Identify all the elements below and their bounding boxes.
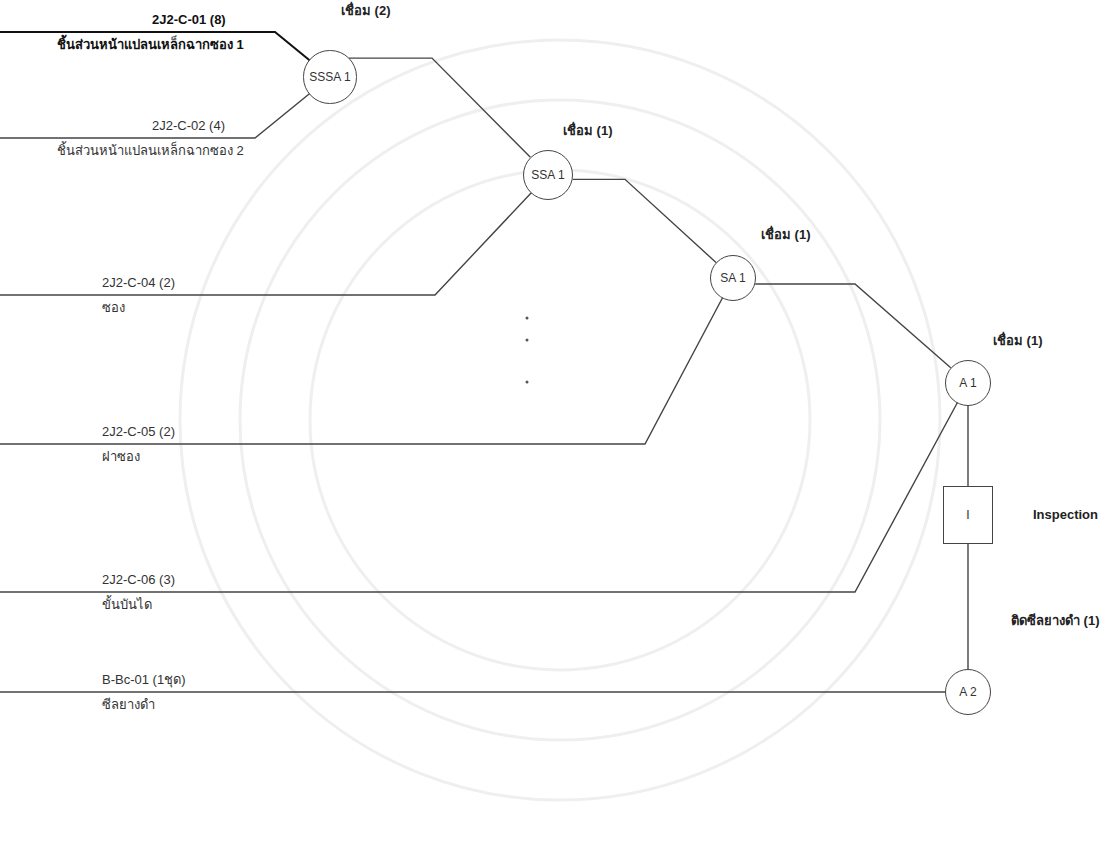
- part-lines: [0, 32, 968, 692]
- flow-connector: [967, 544, 968, 669]
- part-code: 2J2-C-05 (2): [100, 424, 177, 440]
- operation-heading: เชื่อม (1): [561, 123, 615, 139]
- part-name: ฝาซอง: [100, 449, 142, 465]
- flow-connector: [967, 406, 968, 486]
- part-code: B-Bc-01 (1ชุด): [100, 672, 187, 688]
- operation-code: A 1: [959, 376, 976, 390]
- part-name: ขั้นบันได: [100, 597, 154, 613]
- watermark-ring: [180, 40, 940, 800]
- operation-circle: เชื่อม (1)SA 1: [710, 255, 756, 301]
- operation-heading: เชื่อม (1): [991, 333, 1045, 349]
- operation-heading: Inspection: [1031, 507, 1100, 523]
- flow-connector: [755, 284, 950, 368]
- watermark-ring: [240, 100, 880, 740]
- part-line: [0, 691, 968, 692]
- operation-heading: เชื่อม (1): [759, 227, 813, 243]
- part-line: [0, 278, 733, 444]
- dot: [526, 339, 529, 342]
- part-name: ซีลยางดำ: [100, 697, 157, 713]
- part-line: [0, 32, 330, 77]
- operation-code: SSA 1: [531, 168, 564, 182]
- dot: [526, 381, 529, 384]
- part-name: ชิ้นส่วนหน้าแปลนเหล็กฉากซอง 2: [55, 143, 246, 159]
- operation-heading: ติดซีลยางดำ (1): [1009, 613, 1102, 629]
- dot: [526, 317, 529, 320]
- operation-circle: เชื่อม (1)A 1: [945, 360, 991, 406]
- flow-connector: [349, 58, 531, 157]
- operation-code: SA 1: [720, 271, 745, 285]
- part-name: ชิ้นส่วนหน้าแปลนเหล็กฉากซอง 1: [55, 37, 246, 53]
- operation-code: A 2: [959, 685, 976, 699]
- part-code: 2J2-C-06 (3): [100, 572, 177, 588]
- part-code: 2J2-C-01 (8): [150, 12, 228, 28]
- flow-connector: [573, 179, 716, 262]
- continuation-dots: [526, 317, 529, 384]
- part-line: [0, 77, 330, 138]
- watermark-ring: [310, 170, 810, 670]
- part-name: ซอง: [100, 300, 127, 316]
- inspection-box: InspectionI: [943, 486, 993, 544]
- part-code: 2J2-C-02 (4): [150, 118, 227, 134]
- part-code: 2J2-C-04 (2): [100, 275, 177, 291]
- watermark: [180, 40, 940, 800]
- operation-code: I: [966, 508, 969, 522]
- operation-circle: ติดซีลยางดำ (1)A 2: [945, 669, 991, 715]
- operation-heading: เชื่อม (2): [339, 3, 393, 19]
- operation-code: SSSA 1: [309, 70, 350, 84]
- part-line: [0, 175, 548, 295]
- operation-circle: เชื่อม (1)SSA 1: [523, 150, 573, 200]
- operation-circle: เชื่อม (2)SSSA 1: [303, 50, 356, 103]
- part-line: [0, 383, 968, 592]
